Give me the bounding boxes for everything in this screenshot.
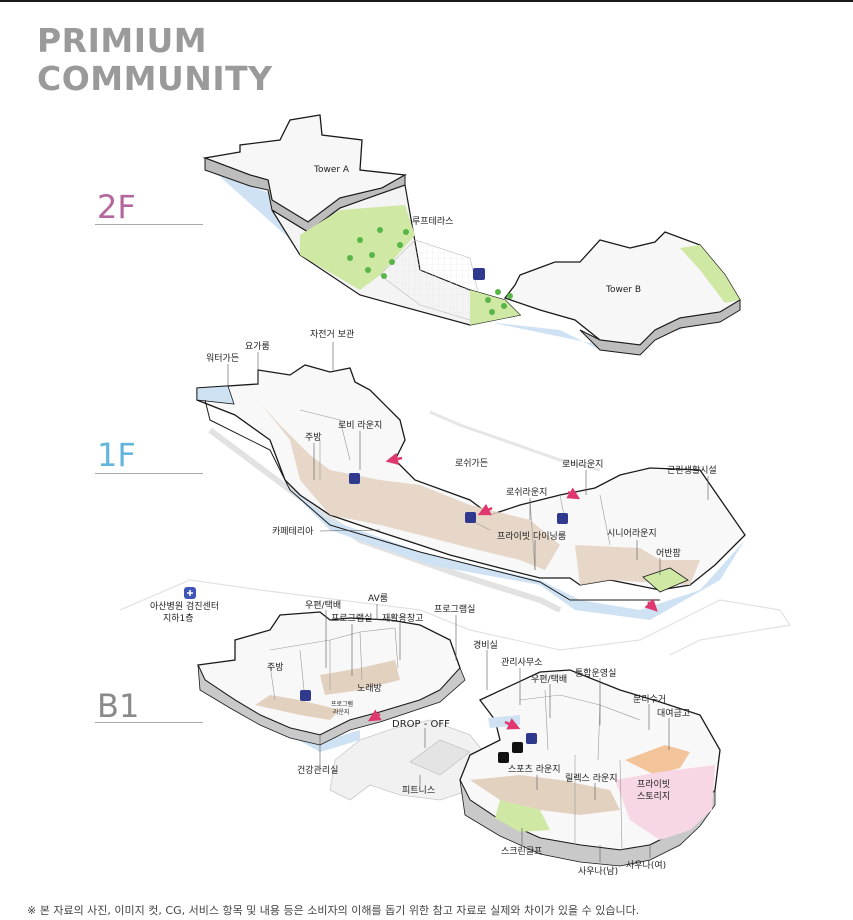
label-security: 경비실 (473, 639, 498, 651)
floor-1f-leaders (227, 342, 709, 575)
elevator-icon-b1-west (300, 690, 311, 701)
floor-b1-rule (95, 722, 203, 723)
b1-east-walls (519, 689, 641, 851)
top-border (0, 0, 853, 2)
drop-off-island (409, 739, 471, 776)
floor-1f-rule (95, 473, 203, 474)
tower-b-side (579, 299, 741, 356)
disclaimer-note: ※ 본 자료의 사진, 이미지 컷, CG, 서비스 항목 및 내용 등은 소비… (27, 904, 640, 917)
label-roof-terrace: 루프테라스 (412, 216, 453, 227)
fitness-icon (512, 742, 523, 753)
label-tower-a: Tower A (313, 165, 350, 175)
label-management: 관리사무소 (501, 657, 542, 668)
drop-off-arrow-west (367, 709, 382, 722)
floor-b1-plan: 아산병원 검진센터 지하1층 AV룸 우편/택배 프로그램실 재활용창고 프로그… (119, 579, 792, 877)
label-sauna-f: 사우나(여) (626, 859, 666, 871)
label-program-lounge-line1: 프로그램 (331, 701, 353, 708)
label-neighborhood: 근린생활시설 (667, 464, 717, 476)
private-storage-area (615, 765, 715, 840)
drop-off-arrow-east (504, 718, 521, 730)
hospital-icon-cross (187, 590, 193, 596)
entrance-arrow-3 (566, 487, 581, 500)
relax-lounge-area (470, 775, 620, 815)
label-urban-farm: 어반팜 (656, 548, 681, 559)
title-line-2: COMMUNITY (37, 59, 273, 98)
label-av-room: AV룸 (368, 593, 388, 604)
elevator-icon-1f-c (557, 513, 568, 524)
health-room-area (255, 695, 340, 720)
label-senior-lounge: 시니어라운지 (607, 528, 657, 539)
b1-east-side (459, 779, 716, 867)
rental-storage-area (625, 745, 690, 775)
roof-garden-left (300, 205, 415, 290)
label-program-lounge-line2: 라운지 (333, 708, 350, 716)
roof-trees (347, 227, 513, 315)
label-hospital-line1: 아산병원 검진센터 (150, 600, 219, 612)
floor-1f-label: 1F (97, 436, 136, 474)
floor-2f-label: 2F (97, 188, 136, 226)
b1-west-walls (269, 627, 399, 701)
floor-b1-label: B1 (97, 687, 140, 725)
label-tower-b: Tower B (605, 285, 641, 295)
urban-farm-area (642, 567, 689, 593)
label-private-storage-line1: 프라이빗 (637, 779, 670, 790)
label-recycle: 재활용창고 (382, 612, 423, 624)
label-rest-lounge: 로쉬라운지 (506, 487, 547, 498)
label-private-dining: 프라이빗 다이닝룸 (497, 531, 566, 542)
floor-plan-illustration: Tower A Tower B 루프테라스 (119, 114, 792, 877)
label-operation: 통합운영실 (575, 668, 616, 679)
elevator-icon-1f-a (349, 473, 360, 484)
page-title: PRIMIUM COMMUNITY (37, 22, 273, 98)
water-garden-area (196, 385, 235, 405)
label-fitness: 피트니스 (402, 785, 435, 796)
label-relax-lounge: 릴렉스 라운지 (565, 773, 618, 784)
label-karaoke: 노래방 (357, 683, 382, 694)
label-hospital-line2: 지하1층 (163, 613, 194, 624)
label-screen-golf: 스크린골프 (501, 846, 542, 857)
floor-1f-plan: 요가룸 자전거 보관 워터가든 주방 로비 라운지 로쉬가든 로비라운지 로쉬라… (196, 329, 746, 620)
label-mail-2: 우편/택배 (531, 673, 567, 685)
label-sports-lounge: 스포츠 라운지 (508, 764, 561, 775)
roof-garden-right (470, 290, 520, 325)
golf-icon (498, 752, 509, 763)
label-drop-off: DROP - OFF (392, 719, 450, 730)
entrance-arrow-1 (385, 452, 403, 466)
floor-b1-leaders (319, 604, 670, 862)
label-lobby-lounge-2: 로비라운지 (562, 459, 603, 470)
label-program-2: 프로그램실 (434, 603, 475, 615)
karaoke-area (320, 660, 400, 695)
label-rest-garden: 로쉬가든 (455, 458, 488, 469)
elevator-icon-1f-b (465, 512, 476, 523)
elevator-icon (473, 268, 485, 280)
screen-golf-area (495, 800, 550, 832)
b1-west-side (197, 664, 466, 746)
entrance-arrow-4 (644, 598, 658, 612)
label-bike: 자전거 보관 (310, 329, 354, 340)
label-private-storage-line2: 스토리지 (637, 791, 670, 802)
tower-b-green (680, 245, 740, 303)
label-program-1: 프로그램실 (331, 612, 372, 624)
site-edge-1f (429, 410, 601, 472)
site-outline-b1 (119, 579, 792, 656)
label-sauna-m: 사우나(남) (578, 866, 618, 877)
floor-2f-plan: Tower A Tower B 루프테라스 (202, 114, 741, 356)
elevator-icon-b1-east (526, 733, 537, 744)
label-health: 건강관리실 (297, 765, 338, 776)
floor-2f-rule (95, 224, 203, 225)
cafeteria-area (215, 402, 560, 570)
label-cafeteria: 카페테리아 (272, 526, 314, 537)
label-water-garden: 워터가든 (206, 353, 239, 364)
label-recycle-collect: 분리수거 (633, 694, 666, 705)
title-line-1: PRIMIUM (37, 21, 208, 60)
label-mail-1: 우편/택배 (305, 599, 341, 611)
label-rental-storage: 대여금고 (657, 707, 690, 719)
label-lobby-lounge: 로비 라운지 (338, 420, 382, 431)
label-kitchen-b1: 주방 (267, 662, 284, 673)
floor-1f-walls (299, 409, 611, 571)
floor-1f-edge (204, 399, 660, 601)
label-yoga: 요가룸 (245, 341, 270, 352)
label-kitchen-1f: 주방 (305, 432, 322, 443)
entrance-arrow-2 (477, 503, 493, 516)
